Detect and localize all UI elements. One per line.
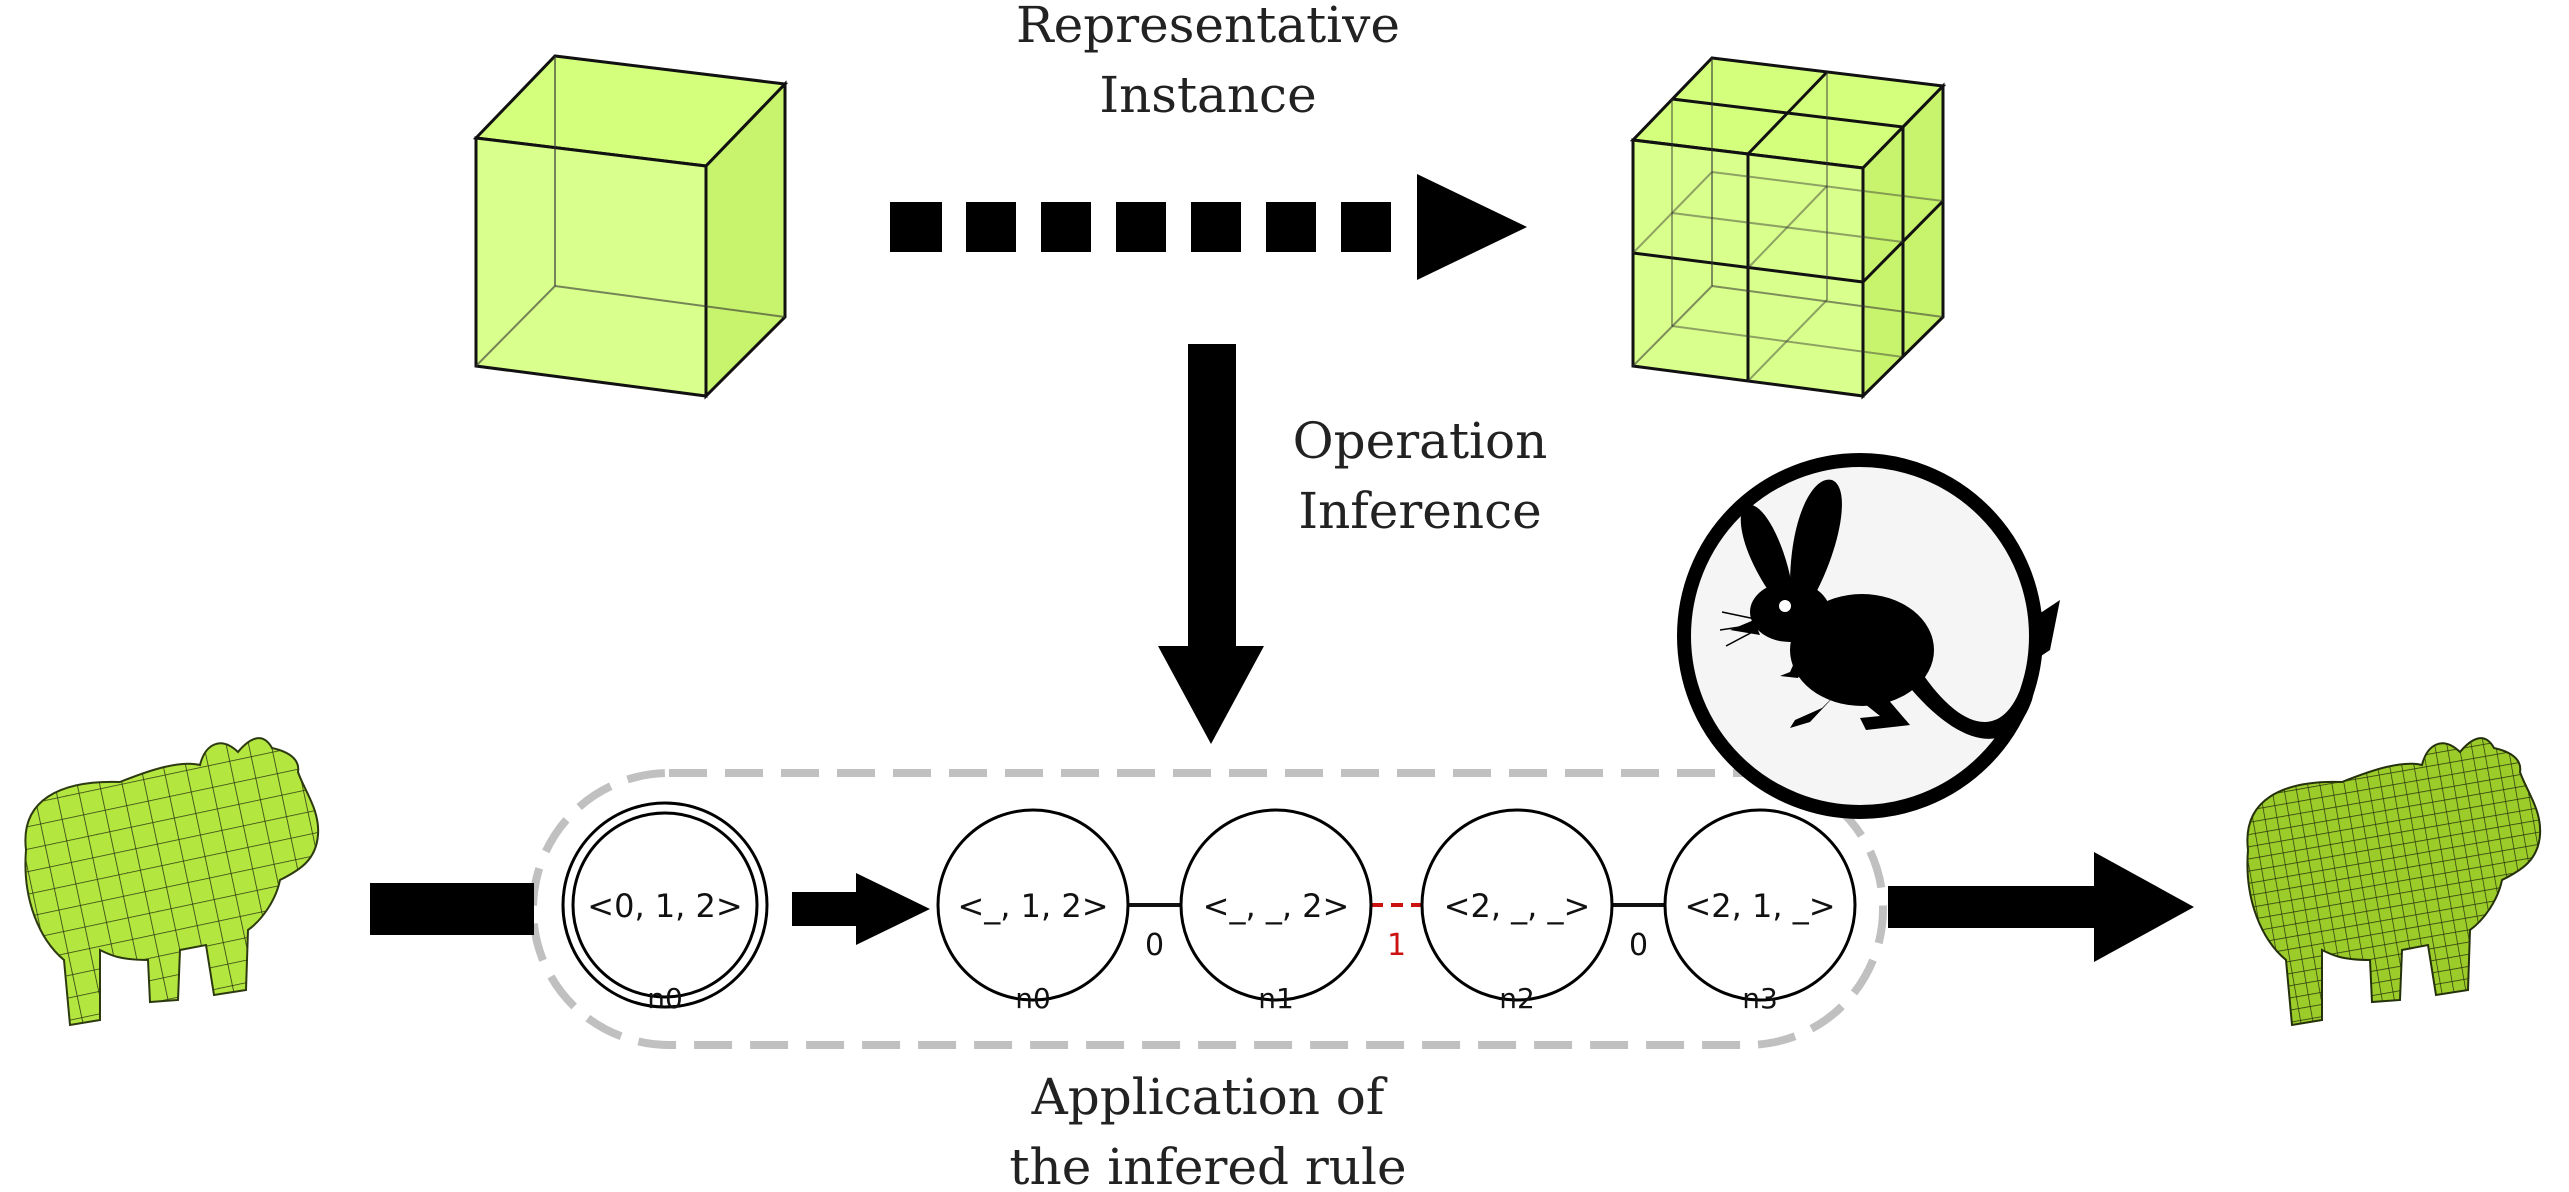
subdivided-cube [1629,56,1947,400]
jerboa-badge [1677,453,2060,819]
jerboa-silhouette-icon [1730,479,2060,739]
operation-label-line2: Inference [1298,482,1541,540]
chain-node-3-id: n3 [1742,982,1778,1015]
rule-step-arrow [792,873,930,945]
cow-mesh-icon [24,737,320,1027]
representative-instance-arrow [890,174,1527,280]
chain-node-2-label: <2, _, _> [1444,887,1591,925]
representative-label-line1: Representative [1016,0,1400,54]
application-label-line2: the infered rule [1009,1138,1406,1192]
cow-mesh-refined-icon [2246,737,2542,1027]
chain-node-3: <2, 1, _> n3 [1663,808,1857,1015]
representative-label-line2: Instance [1099,66,1316,124]
operation-inference-arrow [1158,344,1264,744]
chain-link-2-label: 0 [1629,928,1648,963]
application-label-line1: Application of [1031,1068,1388,1126]
input-arrow [370,883,534,935]
chain-link-0-label: 0 [1145,928,1164,963]
chain-node-0-id: n0 [1015,982,1051,1015]
chain-node-1-id: n1 [1258,982,1294,1015]
chain-node-2-id: n2 [1499,982,1535,1015]
chain-node-0: <_, 1, 2> n0 [936,808,1130,1015]
operation-label-line1: Operation [1293,412,1548,470]
chain-node-1: <_, _, 2> n1 [1179,808,1373,1015]
inferred-rule-container [529,769,1887,1049]
chain-node-2: <2, _, _> n2 [1420,808,1614,1015]
jerboa-eye [1779,600,1791,612]
output-arrow [1888,852,2194,962]
start-node-id: n0 [647,982,683,1015]
source-cube [472,54,789,400]
chain-node-0-label: <_, 1, 2> [957,887,1108,925]
chain-link-1-label: 1 [1387,928,1406,963]
chain-node-3-label: <2, 1, _> [1684,887,1835,925]
start-node: <0, 1, 2> n0 [561,801,769,1015]
start-node-label: <0, 1, 2> [587,887,742,925]
jerboa-whiskers [1719,611,1761,647]
chain-node-1-label: <_, _, 2> [1203,887,1350,925]
